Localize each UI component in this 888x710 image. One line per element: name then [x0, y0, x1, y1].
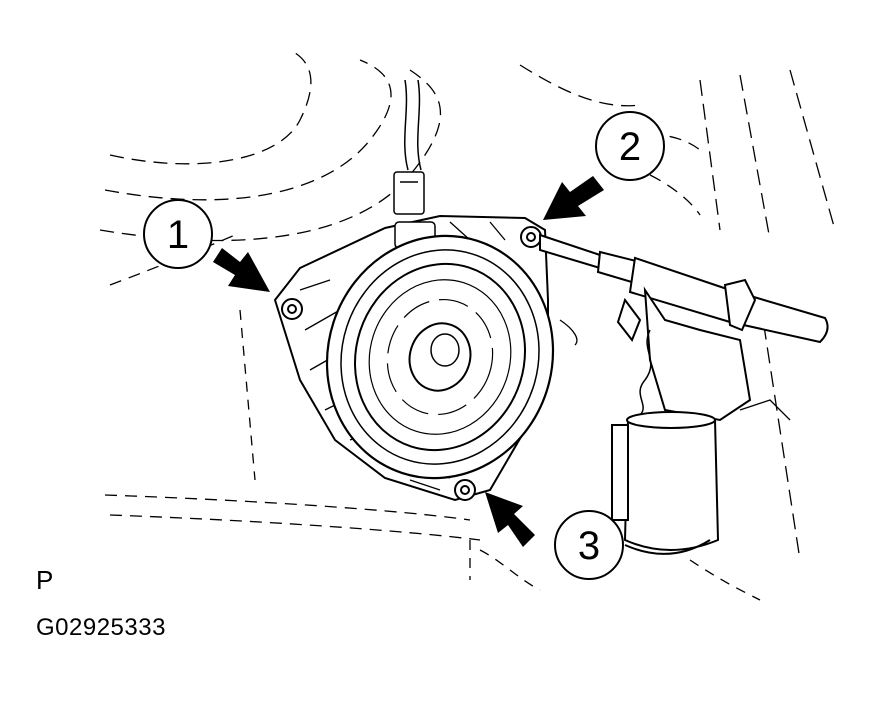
callout-2-label: 2: [619, 125, 641, 169]
callout-3-label: 3: [578, 524, 600, 568]
callout-1: 1: [143, 199, 213, 269]
view-code-label: P: [36, 565, 54, 595]
arrow-2: [543, 176, 604, 220]
callout-3: 3: [554, 510, 624, 580]
wire-connector: [393, 79, 425, 215]
arrow-1: [213, 248, 270, 292]
arrows: [213, 176, 604, 547]
rivet-heads: [281, 226, 542, 501]
callout-2: 2: [595, 111, 665, 181]
figure-id-label: G02925333: [36, 614, 166, 641]
speaker: [325, 234, 555, 480]
arrow-3: [485, 492, 535, 547]
rivet-gun: [539, 233, 829, 555]
callout-1-label: 1: [167, 213, 189, 257]
